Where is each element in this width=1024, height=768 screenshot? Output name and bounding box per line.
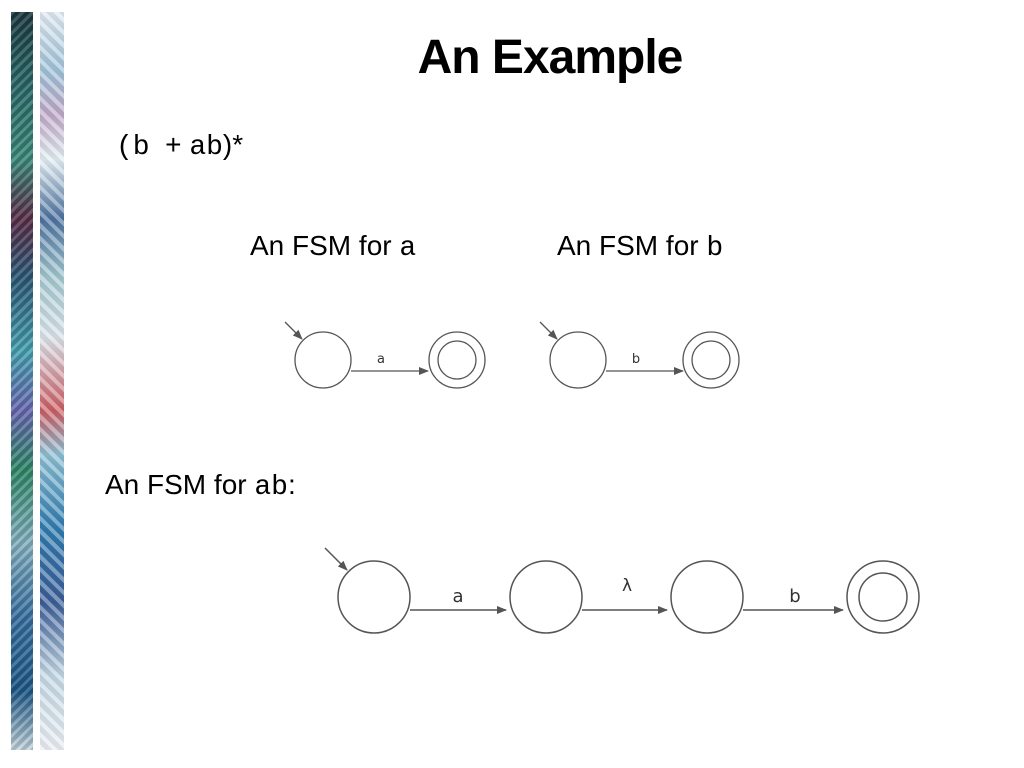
fsm-b xyxy=(539,321,740,389)
fsm-b-start-arrow xyxy=(539,321,558,340)
fsm-ab-heading-suffix: : xyxy=(287,469,296,500)
fsm-b-transition-label: b xyxy=(632,352,640,367)
regex-ab: ab xyxy=(189,132,223,163)
fsm-a-heading-symbol: a xyxy=(399,233,417,264)
fsm-ab-transition-1-label: a xyxy=(452,586,463,607)
fsm-ab-transition-2-label: λ xyxy=(622,576,632,596)
fsm-b-heading: An FSM for b xyxy=(557,229,723,266)
fsm-a-transition-label: a xyxy=(377,352,385,367)
fsm-b-accept-state-inner xyxy=(691,340,731,380)
fsm-a-accept-state-outer xyxy=(428,331,486,389)
fsm-ab-start-arrow xyxy=(324,547,348,571)
slide-title: An Example xyxy=(417,31,684,84)
fsm-b-heading-symbol: b xyxy=(706,233,724,264)
fsm-a xyxy=(284,321,486,389)
fsm-ab-heading: An FSM for ab: xyxy=(105,468,296,505)
decorative-strip-dark xyxy=(11,12,33,750)
fsm-ab xyxy=(324,547,920,634)
fsm-a-accept-state-inner xyxy=(437,340,477,380)
fsm-b-heading-prefix: An FSM for xyxy=(557,230,707,261)
fsm-a-heading-prefix: An FSM for xyxy=(250,230,400,261)
fsm-a-start-arrow xyxy=(284,321,303,340)
fsm-ab-state-2 xyxy=(509,560,583,634)
decorative-strip-light xyxy=(40,12,64,750)
fsm-b-accept-state-outer xyxy=(682,331,740,389)
fsm-ab-state-3 xyxy=(670,560,744,634)
regex-close-star: )* xyxy=(222,129,244,160)
fsm-ab-transition-3-label: b xyxy=(789,586,800,607)
regex-expression: (b + ab)* xyxy=(116,128,243,165)
fsm-a-heading: An FSM for a xyxy=(250,229,416,266)
regex-plus: + xyxy=(165,129,182,160)
fsm-b-start-state xyxy=(549,331,607,389)
fsm-ab-accept-state-inner xyxy=(858,572,908,622)
fsm-ab-accept-state-outer xyxy=(846,560,920,634)
fsm-a-start-state xyxy=(294,331,352,389)
fsm-ab-heading-symbol: ab xyxy=(254,472,288,503)
fsm-ab-heading-prefix: An FSM for xyxy=(105,469,255,500)
fsm-ab-state-1 xyxy=(337,560,411,634)
regex-open: (b xyxy=(116,132,150,163)
